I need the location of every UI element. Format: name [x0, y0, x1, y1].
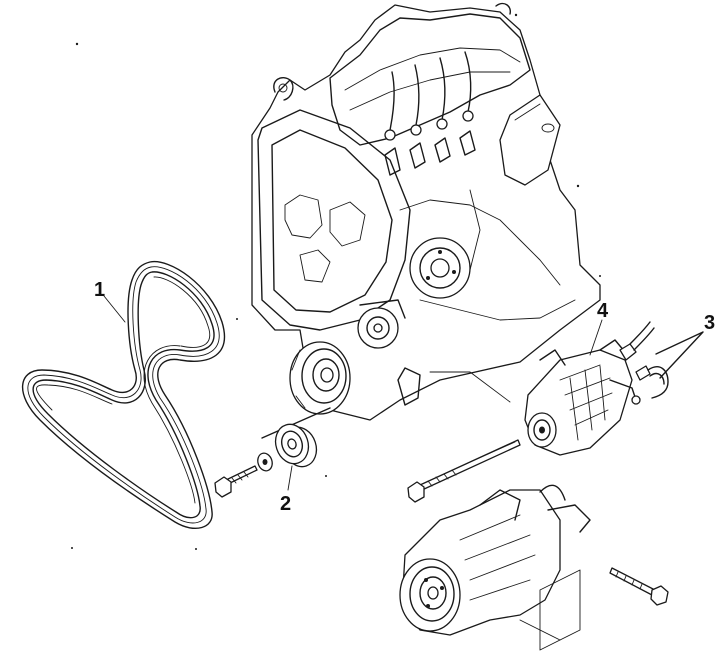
- ac-compressor: [399, 484, 669, 651]
- idler-pulley-assembly: [214, 407, 331, 498]
- tensioner-pulley: [357, 299, 406, 349]
- electrical-connectors: [619, 321, 704, 399]
- crankshaft-pulley: [289, 341, 351, 415]
- scan-specks: [71, 13, 601, 550]
- drive-belt: [21, 260, 226, 530]
- water-pump-pulley: [409, 237, 471, 299]
- callout-4-alternator: 4: [597, 300, 609, 322]
- callout-3-connectors: 3: [704, 312, 716, 334]
- callout-2-idler-pulley: 2: [280, 493, 292, 515]
- engine-block: [251, 2, 601, 421]
- alternator: [407, 339, 641, 503]
- leader-lines: [103, 295, 603, 491]
- injector-rail: [384, 51, 476, 176]
- callout-1-drive-belt: 1: [94, 279, 106, 301]
